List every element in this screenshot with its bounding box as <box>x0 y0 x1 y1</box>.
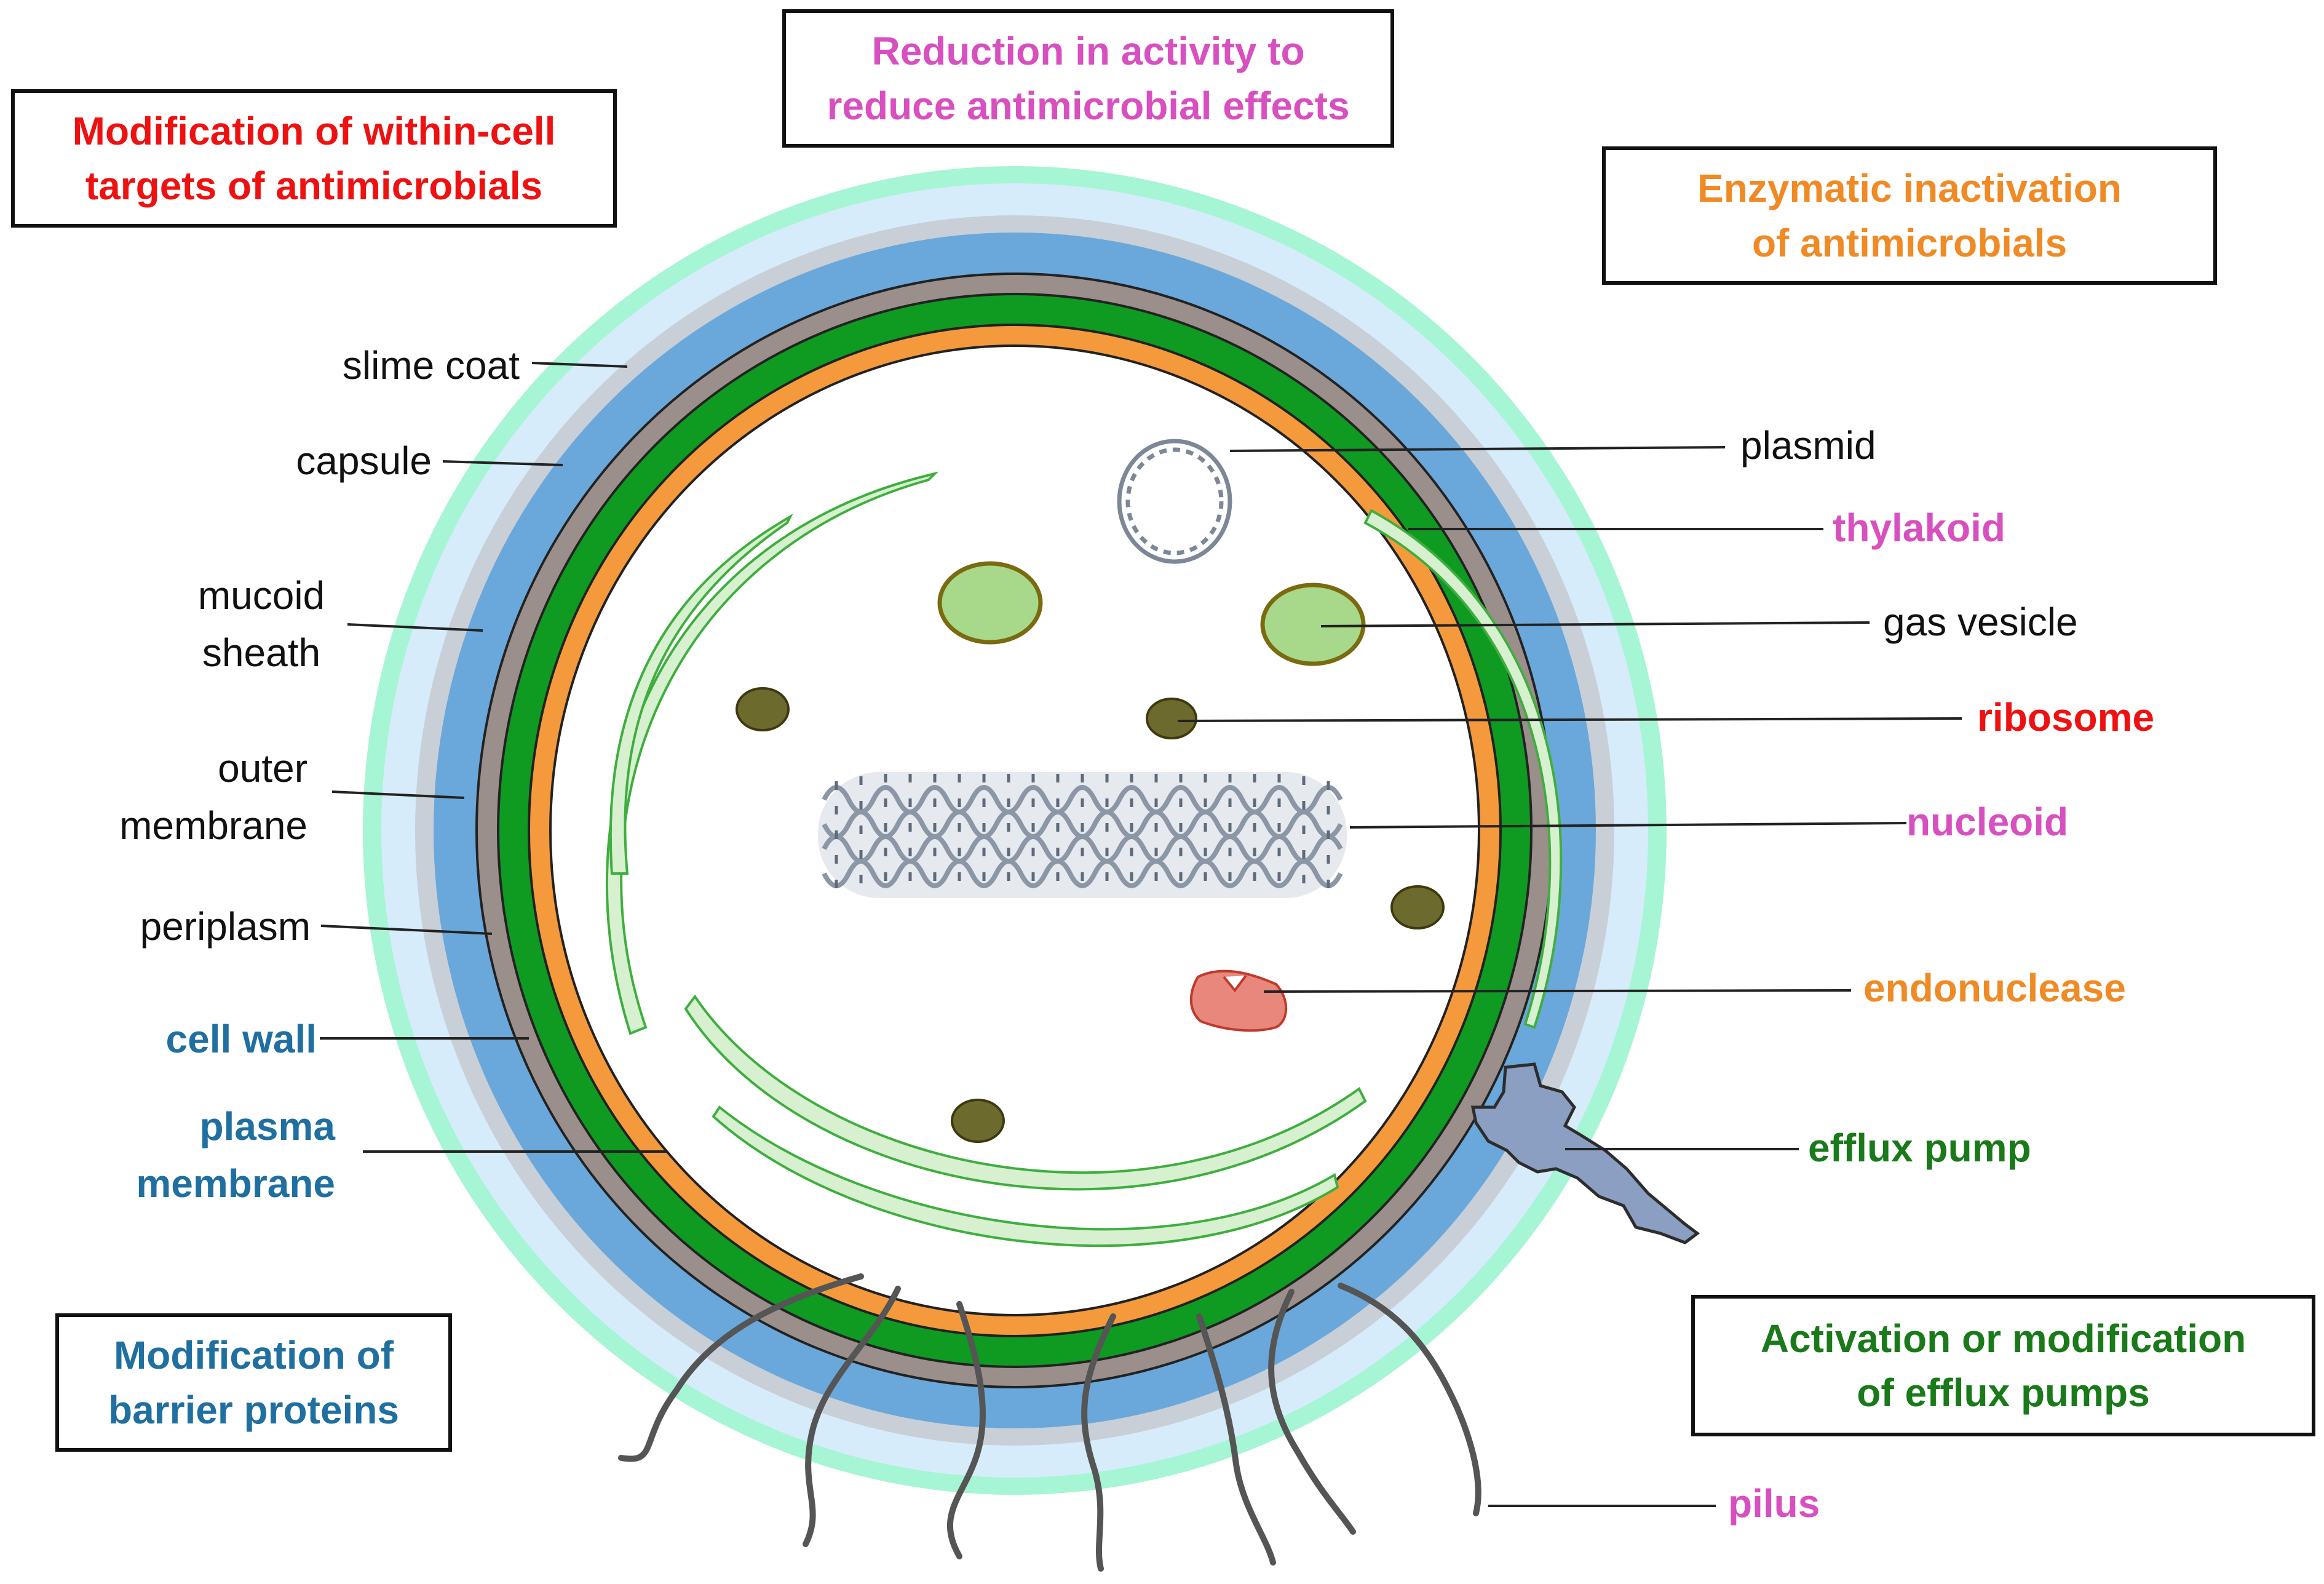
box-reduction-activity-line2: reduce antimicrobial effects <box>827 83 1350 128</box>
pilus-5 <box>1196 1313 1276 1566</box>
box-efflux-activation-line1: Activation or modification <box>1760 1316 2247 1361</box>
box-barrier-proteins-line1: Modification of <box>113 1333 394 1378</box>
box-barrier-proteins: Modification of barrier proteins <box>55 1313 452 1452</box>
box-efflux-activation: Activation or modification of efflux pum… <box>1691 1295 2315 1436</box>
pilus-7 <box>1338 1283 1481 1516</box>
box-within-cell-targets-line2: targets of antimicrobials <box>85 163 543 208</box>
leader-capsule <box>442 460 563 466</box>
box-enzymatic-inactivation-line1: Enzymatic inactivation <box>1697 166 2122 211</box>
label-plasma-membrane-line2: membrane <box>136 1161 335 1206</box>
box-enzymatic-inactivation-line2: of antimicrobials <box>1751 220 2068 265</box>
thylakoid-bottom-lower <box>712 1105 1339 1248</box>
label-outer-membrane-line2: membrane <box>119 803 307 848</box>
box-reduction-activity: Reduction in activity to reduce antimicr… <box>782 9 1394 148</box>
leader-endonuclease <box>1263 989 1852 993</box>
label-cell-wall: cell wall <box>165 1017 317 1061</box>
thylakoid-bottom-upper <box>684 994 1367 1191</box>
ribosome-2 <box>1146 698 1197 739</box>
label-plasma-membrane-line1: plasma <box>199 1104 335 1148</box>
leader-periplasm <box>320 925 493 935</box>
box-enzymatic-inactivation: Enzymatic inactivation of antimicrobials <box>1602 146 2217 285</box>
pilus-6 <box>1268 1289 1356 1535</box>
label-periplasm: periplasm <box>140 904 311 949</box>
nucleoid-icon <box>818 772 1347 898</box>
gas-vesicles <box>937 561 1366 666</box>
box-reduction-activity-line1: Reduction in activity to <box>871 29 1305 74</box>
ribosome-1 <box>736 687 790 731</box>
pili <box>618 1273 1481 1572</box>
leader-slime-coat <box>531 362 628 368</box>
endonuclease-icon <box>1189 969 1288 1032</box>
leader-lines <box>320 362 1962 1507</box>
label-capsule: capsule <box>296 439 432 483</box>
pilus-1 <box>618 1273 864 1462</box>
leader-outer-membrane <box>331 790 465 799</box>
label-outer-membrane-line1: outer <box>218 746 307 790</box>
plasmid-icon <box>1117 439 1232 564</box>
gas-vesicle-left <box>937 561 1043 645</box>
pilus-3 <box>946 1301 986 1559</box>
pilus-2 <box>803 1286 901 1547</box>
label-mucoid-sheath: mucoid sheath <box>166 567 357 682</box>
pilus-4 <box>1081 1313 1116 1572</box>
label-thylakoid: thylakoid <box>1833 506 2005 550</box>
ribosome-4 <box>951 1099 1005 1143</box>
thylakoid-left-outer <box>605 471 939 1035</box>
label-ribosome: ribosome <box>1977 695 2155 739</box>
label-nucleoid: nucleoid <box>1906 800 2069 844</box>
leader-gas-vesicle <box>1320 621 1870 627</box>
box-within-cell-targets-line1: Modification of within-cell <box>72 109 556 154</box>
efflux-pump-icon <box>1470 1062 1700 1244</box>
label-mucoid-sheath-line2: sheath <box>202 630 321 675</box>
label-plasma-membrane: plasma membrane <box>92 1098 335 1212</box>
thylakoids <box>605 471 1563 1248</box>
label-slime-coat: slime coat <box>342 343 520 388</box>
box-efflux-activation-line2: of efflux pumps <box>1857 1371 2150 1415</box>
leader-plasmid <box>1229 446 1726 452</box>
leader-mucoid-sheath <box>347 623 483 632</box>
label-outer-membrane: outer membrane <box>61 740 307 854</box>
label-efflux-pump: efflux pump <box>1808 1126 2031 1170</box>
label-endonuclease: endonuclease <box>1863 966 2126 1010</box>
box-barrier-proteins-line2: barrier proteins <box>108 1387 400 1432</box>
ribosome-3 <box>1390 885 1445 929</box>
ribosomes <box>736 687 1445 1143</box>
label-gas-vesicle: gas vesicle <box>1883 600 2078 644</box>
thylakoid-right <box>1363 509 1563 1029</box>
label-plasmid: plasmid <box>1740 423 1876 468</box>
label-pilus: pilus <box>1728 1481 1820 1526</box>
gas-vesicle-right <box>1260 583 1366 666</box>
leader-ribosome <box>1177 717 1962 722</box>
box-within-cell-targets: Modification of within-cell targets of a… <box>11 89 617 228</box>
thylakoid-left-inner <box>609 513 793 875</box>
label-mucoid-sheath-line1: mucoid <box>197 573 325 618</box>
leader-nucleoid <box>1349 822 1907 829</box>
